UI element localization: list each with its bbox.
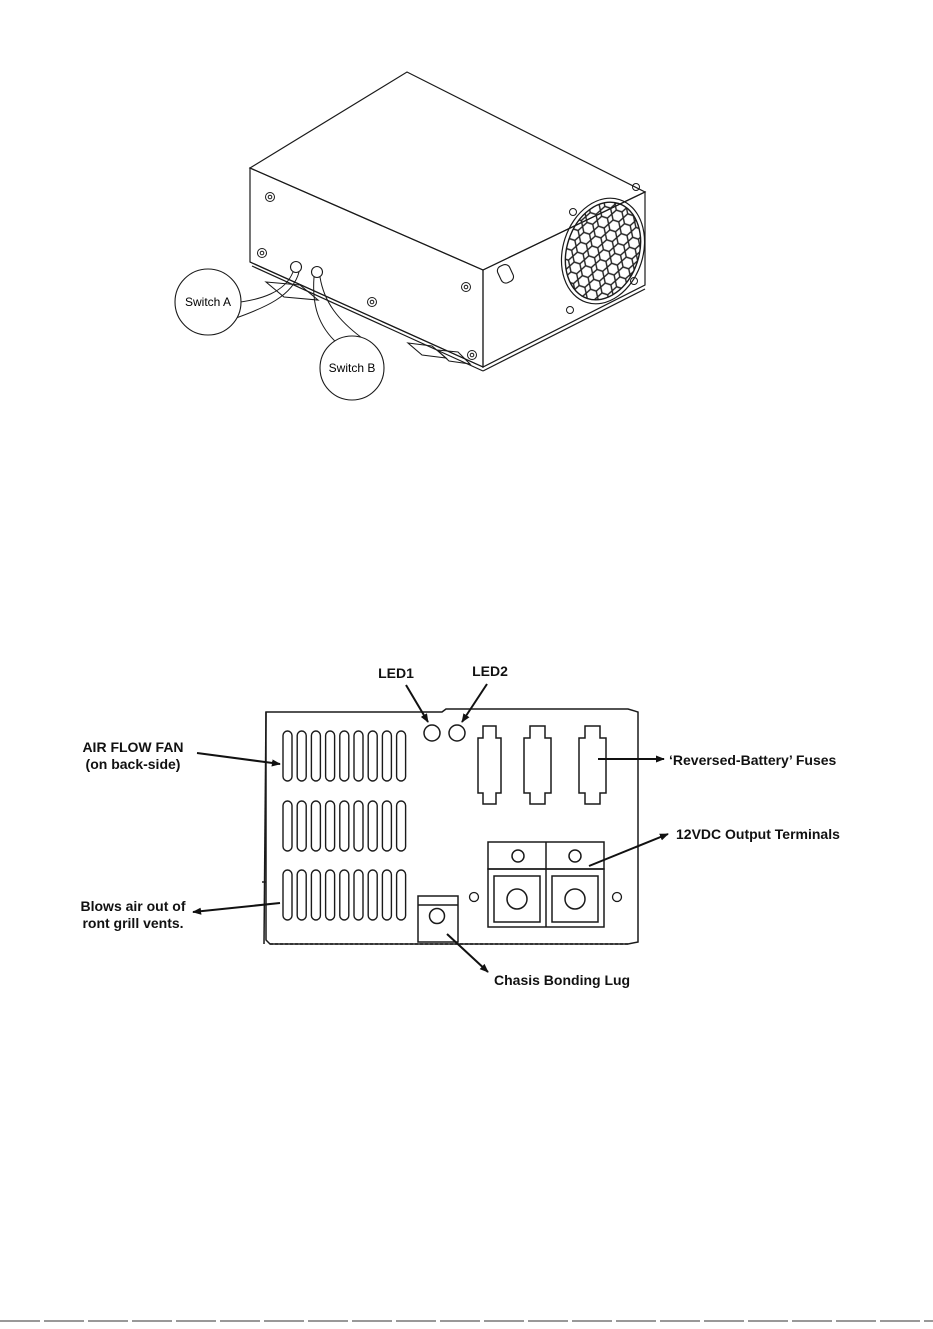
terminals-label: 12VDC Output Terminals [676, 826, 840, 842]
vent-slot [368, 870, 377, 920]
lug-label: Chasis Bonding Lug [494, 972, 630, 988]
switch-b-label: Switch B [329, 361, 376, 375]
fan-arrow [197, 753, 280, 764]
output-terminals [488, 842, 604, 927]
blows-arrow [193, 903, 280, 912]
fuse-holders [478, 726, 606, 804]
fan-label-line1: AIR FLOW FAN [82, 739, 183, 755]
vent-slot [354, 801, 363, 851]
terminal-screw-icon [512, 850, 524, 862]
led2-label: LED2 [472, 663, 508, 679]
vent-slot [326, 870, 335, 920]
vent-slot [368, 731, 377, 781]
bonding-lug-icon [418, 896, 458, 942]
terminal-screw-icon [569, 850, 581, 862]
vent-slot [311, 731, 320, 781]
vent-slot [283, 801, 292, 851]
vent-slot [283, 731, 292, 781]
vent-slot [397, 731, 406, 781]
blows-label-line1: Blows air out of [81, 898, 186, 914]
fuse-holder-icon [579, 726, 606, 804]
vent-slot [368, 801, 377, 851]
switch-b-callout: Switch B [320, 336, 384, 400]
terminal-block-icon [552, 876, 598, 922]
blows-label-line2: ront grill vents. [82, 915, 183, 931]
vent-slot [354, 870, 363, 920]
terminals-arrow [589, 834, 668, 866]
switch-a-label: Switch A [185, 295, 231, 309]
vent-slot [326, 731, 335, 781]
vent-slot [297, 731, 306, 781]
led1-arrow [406, 685, 428, 722]
screw-icon [570, 209, 577, 216]
vent-slot [397, 801, 406, 851]
side-connector-icon [496, 263, 515, 285]
led1-label: LED1 [378, 665, 414, 681]
vent-slot [297, 801, 306, 851]
screw-icon [462, 283, 471, 292]
vent-slot [283, 870, 292, 920]
screw-icon [258, 249, 267, 258]
screw-icon [266, 193, 275, 202]
vent-slots [283, 731, 406, 920]
vent-slot [311, 801, 320, 851]
panel-hole [613, 893, 622, 902]
enclosure-front-face [250, 168, 483, 367]
fuse-holder-icon [524, 726, 551, 804]
screw-icon [468, 351, 477, 360]
fan-grill-icon [548, 187, 657, 314]
vent-slot [340, 801, 349, 851]
panel-labels: LED1 LED2 AIR FLOW FAN (on back-side) Bl… [81, 663, 841, 988]
front-panel-outline [266, 709, 638, 944]
vent-slot [354, 731, 363, 781]
front-panel [262, 709, 638, 944]
fuses-label: ‘Reversed-Battery’ Fuses [669, 752, 837, 768]
fuse-holder-icon [478, 726, 501, 804]
vent-slot [340, 731, 349, 781]
mounting-foot [266, 282, 318, 300]
vent-slot [382, 870, 391, 920]
screw-icon [567, 307, 574, 314]
terminal-block-icon [494, 876, 540, 922]
led2-icon [449, 725, 465, 741]
vent-slot [382, 801, 391, 851]
vent-slot [297, 870, 306, 920]
switch-a-knob [291, 262, 302, 273]
vent-slot [311, 870, 320, 920]
screw-icon [368, 298, 377, 307]
vent-slot [326, 801, 335, 851]
switch-a-callout: Switch A [175, 269, 241, 335]
vent-slot [397, 870, 406, 920]
panel-hole [470, 893, 479, 902]
vent-slot [382, 731, 391, 781]
lug-arrow [447, 934, 488, 972]
vent-slot [340, 870, 349, 920]
fan-label-line2: (on back-side) [86, 756, 181, 772]
led1-icon [424, 725, 440, 741]
switch-b-knob [312, 267, 323, 278]
led2-arrow [462, 684, 487, 722]
